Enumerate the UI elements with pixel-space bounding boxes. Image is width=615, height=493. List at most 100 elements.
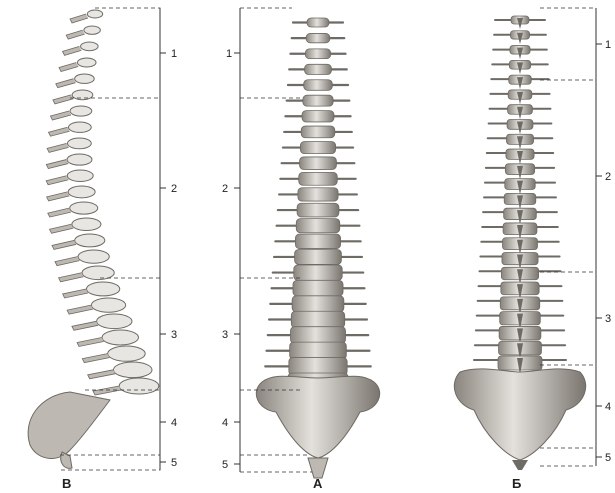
vertebra-body	[84, 26, 100, 34]
posterior-region-brackets	[596, 8, 602, 466]
vertebra-body	[297, 203, 339, 217]
posterior-region-number-2: 2	[605, 171, 611, 183]
vertebra-body	[290, 342, 347, 359]
vertebra-body	[119, 378, 159, 394]
vertebra-body	[294, 265, 342, 280]
vertebra-body	[97, 314, 132, 329]
vertebra-body	[300, 141, 335, 153]
vertebra-body	[300, 157, 337, 170]
vertebra-body	[67, 154, 92, 165]
vertebra-body	[108, 346, 145, 361]
sacrum	[256, 376, 379, 458]
vertebra-body	[75, 234, 105, 247]
posterior-region-number-1: 1	[605, 39, 611, 51]
vertebra-body	[307, 18, 329, 27]
coccyx	[308, 458, 328, 478]
vertebra-body	[67, 138, 91, 149]
vertebra-body	[299, 172, 338, 185]
posterior-region-number-3: 3	[605, 313, 611, 325]
spinous-process	[50, 224, 74, 233]
vertebra-body	[301, 126, 335, 138]
spinous-process	[46, 176, 68, 185]
spinous-process	[72, 321, 98, 330]
vertebra-body	[291, 311, 344, 327]
spinous-process	[50, 111, 71, 120]
vertebra-body	[295, 250, 342, 265]
vertebra-body	[91, 298, 125, 312]
lateral-region-number-5: 5	[171, 457, 177, 469]
vertebra-body	[305, 64, 332, 74]
spinous-process	[77, 337, 104, 346]
vertebra-body	[67, 170, 93, 181]
spinous-process	[93, 386, 121, 395]
vertebra-body	[68, 186, 95, 198]
anterior-spine-illustration	[256, 18, 379, 478]
vertebra-body	[303, 95, 333, 106]
posterior-view: 1 2 3 4 5 Б	[454, 8, 611, 491]
vertebra-body	[289, 358, 347, 376]
spinous-process	[48, 208, 71, 217]
vertebra-body	[81, 42, 99, 51]
lateral-region-number-1: 1	[171, 48, 177, 60]
vertebra-body	[78, 250, 109, 263]
spinous-process	[46, 160, 68, 169]
spinous-process	[48, 127, 69, 136]
lateral-region-number-3: 3	[171, 329, 177, 341]
spinous-process	[53, 95, 73, 104]
vertebra-body	[293, 280, 343, 296]
lateral-region-number-4: 4	[171, 417, 177, 429]
anterior-view: 1 2 3 4 5 А	[222, 8, 380, 491]
vertebra-body	[305, 49, 330, 59]
posterior-spine-illustration	[454, 16, 585, 470]
coccyx	[512, 460, 528, 470]
vertebra-body	[304, 80, 333, 91]
vertebra-body	[72, 218, 101, 231]
vertebra-body	[296, 219, 339, 233]
spinous-process	[66, 30, 84, 39]
lateral-view-label: В	[62, 476, 71, 491]
lateral-region-number-2: 2	[171, 183, 177, 195]
vertebra-body	[302, 111, 334, 122]
vertebra-body	[70, 202, 98, 214]
vertebra-body	[290, 327, 345, 344]
anterior-region-number-5: 5	[222, 459, 228, 471]
posterior-view-label: Б	[512, 476, 521, 491]
lateral-view: 1 2 3 4 5 В	[28, 8, 177, 491]
vertebra-body	[72, 90, 93, 100]
spinous-process	[52, 240, 76, 249]
vertebra-body	[102, 330, 138, 345]
vertebra-body	[113, 362, 152, 378]
spinous-process	[47, 192, 70, 201]
spinous-process	[88, 370, 116, 379]
vertebra-body	[87, 10, 102, 18]
sacrum	[28, 392, 110, 458]
anterior-view-label: А	[313, 476, 323, 491]
vertebra-body	[82, 266, 114, 280]
spinous-process	[63, 46, 82, 55]
spinous-process	[55, 257, 80, 266]
sacrum	[454, 369, 585, 460]
anterior-region-number-2: 2	[222, 183, 228, 195]
posterior-region-number-4: 4	[605, 401, 611, 413]
posterior-region-number-5: 5	[605, 452, 611, 464]
vertebra-body	[68, 122, 91, 132]
vertebra-body	[298, 188, 338, 201]
anterior-region-number-3: 3	[222, 329, 228, 341]
spinous-process	[70, 14, 88, 23]
spinous-process	[82, 354, 109, 363]
spinous-process	[47, 143, 68, 152]
spinous-process	[67, 305, 93, 314]
spinous-process	[59, 273, 84, 282]
vertebra-body	[306, 33, 330, 42]
vertebra-body	[77, 58, 96, 67]
vertebra-body	[86, 282, 119, 296]
lateral-spine-illustration	[28, 10, 159, 468]
spinous-process	[63, 289, 88, 298]
spinous-process	[56, 79, 76, 88]
vertebra-body	[70, 106, 92, 116]
lateral-region-brackets	[160, 8, 166, 470]
vertebra-body	[75, 74, 95, 83]
coccyx	[61, 452, 72, 468]
spinous-process	[59, 63, 78, 72]
